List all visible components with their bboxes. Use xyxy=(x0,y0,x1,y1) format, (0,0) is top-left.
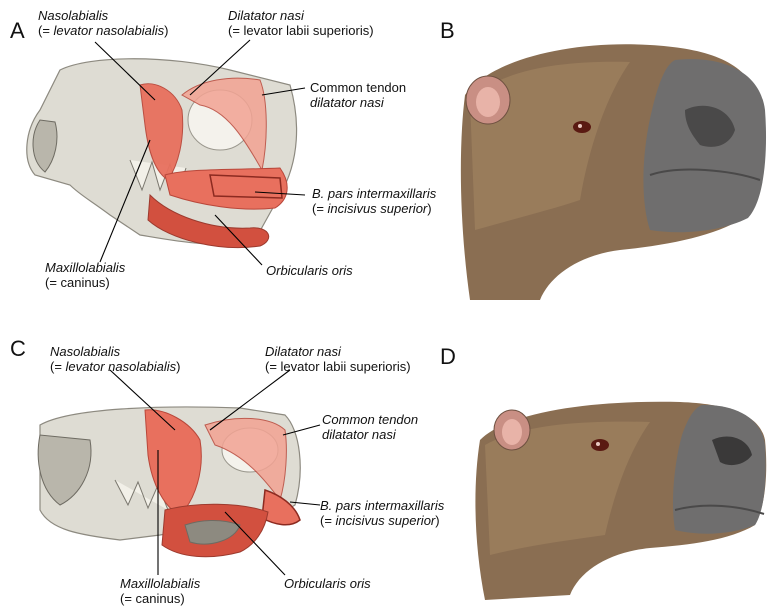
label-orbicularis-c: Orbicularis oris xyxy=(284,576,371,591)
skull-illustration-a xyxy=(0,0,440,300)
label-dilatator-c: Dilatator nasi (= levator labii superior… xyxy=(265,344,411,374)
label-nasolabialis-a: Nasolabialis (= levator nasolabialis) xyxy=(38,8,168,38)
panel-c: C Nasolabialis (= levator nasolabialis) … xyxy=(0,330,450,607)
panel-d: D xyxy=(430,330,770,607)
head-reconstruction-d xyxy=(430,330,770,607)
label-maxillolabialis-a: Maxillolabialis (= caninus) xyxy=(45,260,125,290)
panel-b: B xyxy=(430,0,770,305)
label-common-tendon-a: Common tendon dilatator nasi xyxy=(310,80,406,110)
label-dilatator-a: Dilatator nasi (= levator labii superior… xyxy=(228,8,374,38)
label-orbicularis-a: Orbicularis oris xyxy=(266,263,353,278)
label-maxillolabialis-c: Maxillolabialis (= caninus) xyxy=(120,576,200,606)
label-nasolabialis-c: Nasolabialis (= levator nasolabialis) xyxy=(50,344,180,374)
head-reconstruction-b xyxy=(430,0,770,305)
label-pars-intermax-c: B. pars intermaxillaris (= incisivus sup… xyxy=(320,498,444,528)
label-common-tendon-c: Common tendon dilatator nasi xyxy=(322,412,418,442)
label-pars-intermax-a: B. pars intermaxillaris (= incisivus sup… xyxy=(312,186,436,216)
panel-a: A Nasolabialis (= levator nasolabialis) … xyxy=(0,0,440,300)
